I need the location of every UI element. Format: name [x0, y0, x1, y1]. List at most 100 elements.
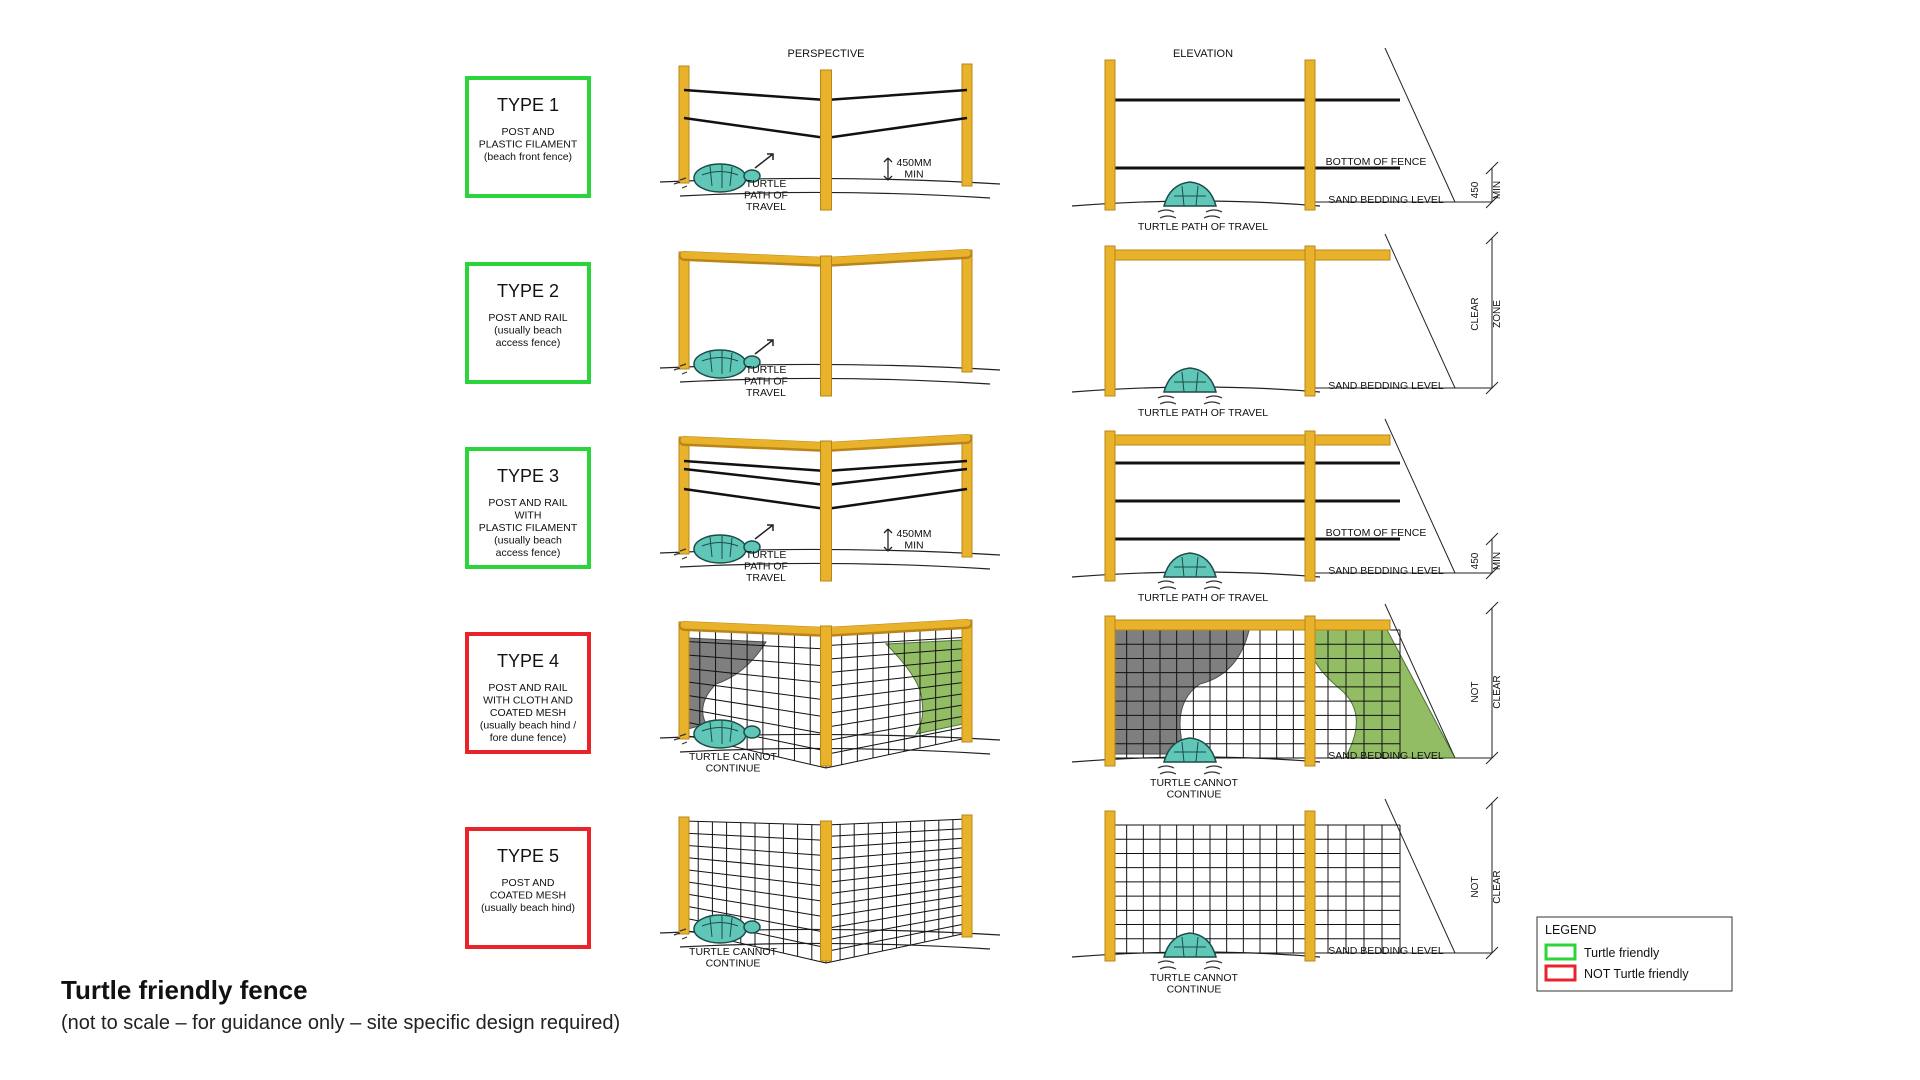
type-box	[465, 632, 591, 754]
turtle-tracks	[1157, 395, 1223, 405]
fence-post	[1304, 430, 1316, 582]
section-cut-line	[1384, 418, 1456, 574]
turtle-path-label: TURTLE	[746, 178, 787, 190]
page-title: Turtle friendly fence	[61, 975, 308, 1005]
turtle-cannot-label: TURTLE CANNOT	[1150, 777, 1238, 789]
turtle-shell	[693, 349, 747, 379]
dimension-tick	[1485, 946, 1499, 960]
turtle-tracks	[1157, 765, 1223, 775]
type-description: POST AND	[502, 126, 555, 138]
sand-bedding-label: SAND BEDDING LEVEL	[1328, 565, 1444, 577]
fence-post	[678, 816, 690, 935]
type-description: WITH CLOTH AND	[483, 695, 573, 707]
turtle-icon	[673, 914, 761, 944]
turtle-shell-pattern	[701, 535, 739, 559]
sand-line	[679, 562, 991, 570]
fence-post	[820, 69, 832, 211]
shade-cloth	[1111, 625, 1251, 755]
turtle-head	[743, 725, 761, 739]
type-description: POST AND RAIL	[488, 312, 567, 324]
type-box	[465, 76, 591, 198]
type-description: fore dune fence)	[490, 732, 566, 744]
fence-rail	[680, 251, 830, 265]
dimension-tick	[1485, 796, 1499, 810]
coated-mesh	[683, 856, 827, 872]
min-450-label: MIN	[904, 169, 923, 181]
turtle-icon	[1157, 552, 1223, 590]
type-description: POST AND	[502, 877, 555, 889]
turtle-path-label: TURTLE	[746, 364, 787, 376]
section-cut-line	[1384, 47, 1456, 203]
coated-mesh	[825, 818, 968, 826]
coated-mesh	[825, 703, 968, 728]
type-description: (usually beach hind)	[481, 902, 575, 914]
fence-post	[1104, 810, 1116, 962]
turtle-head	[743, 540, 761, 554]
fence-post	[961, 619, 973, 743]
elevation-header: ELEVATION	[1173, 48, 1233, 60]
sand-line	[679, 191, 991, 199]
travel-arrow	[754, 339, 774, 355]
fence-post	[961, 63, 973, 187]
type-description: COATED MESH	[490, 890, 566, 902]
not-clear-label: CLEAR	[1492, 870, 1503, 903]
fence-post	[820, 820, 832, 962]
type-description: PLASTIC FILAMENT	[479, 522, 578, 534]
turtle-head	[743, 355, 761, 369]
sand-bedding-label: SAND BEDDING LEVEL	[1328, 945, 1444, 957]
turtle-tracks	[1157, 209, 1223, 219]
dimension-tick	[1485, 601, 1499, 615]
turtle-cannot-label: CONTINUE	[1167, 789, 1222, 801]
travel-arrow	[754, 153, 774, 169]
sand-line	[679, 747, 991, 755]
turtle-tracks	[673, 733, 688, 745]
dimension-tick	[1485, 566, 1499, 580]
turtle-shell	[693, 534, 747, 564]
turtle-shell-pattern	[701, 164, 739, 188]
fence-rail	[1109, 434, 1391, 446]
type-description: POST AND RAIL	[488, 497, 567, 509]
turtle-cannot-label: CONTINUE	[706, 958, 761, 970]
fence-filament	[683, 467, 827, 487]
type-description: (beach front fence)	[484, 151, 572, 163]
legend: LEGEND Turtle friendly NOT Turtle friend…	[1536, 916, 1733, 992]
turtle-shell	[1163, 737, 1217, 763]
height-arrow	[883, 528, 893, 552]
fence-rail	[680, 621, 830, 635]
turtle-tracks	[1157, 580, 1223, 590]
type-title: TYPE 1	[497, 95, 559, 115]
coated-mesh	[825, 913, 968, 941]
turtle-icon	[1157, 932, 1223, 970]
fence-rail	[1109, 619, 1391, 631]
turtle-cannot-label: TURTLE CANNOT	[1150, 972, 1238, 984]
fence-post	[820, 625, 832, 767]
type-description: (usually beach	[494, 535, 562, 547]
turtle-path-label: PATH OF	[744, 376, 788, 388]
fence-filament	[683, 88, 827, 102]
legend-swatch-not-friendly	[1544, 964, 1577, 982]
not-clear-label: NOT	[1470, 876, 1481, 897]
fence-rail	[822, 249, 971, 265]
turtle-cannot-label: CONTINUE	[1167, 984, 1222, 996]
clear-zone-label: CLEAR	[1470, 297, 1481, 330]
sand-bedding-label: SAND BEDDING LEVEL	[1328, 194, 1444, 206]
coated-mesh	[825, 932, 968, 964]
turtle-path-label: TRAVEL	[746, 201, 786, 213]
coated-mesh	[825, 904, 968, 929]
type-box	[465, 447, 591, 569]
coated-mesh	[683, 654, 827, 667]
fence-filament	[683, 116, 827, 140]
dimension-450-label: 450	[1470, 552, 1481, 569]
min-450-label: 450MM	[896, 157, 931, 169]
dimension-min-label: MIN	[1492, 552, 1503, 570]
turtle-shell	[693, 719, 747, 749]
section-cut-line	[1384, 798, 1456, 954]
turtle-shell-pattern	[1174, 371, 1206, 393]
fence-rail	[680, 436, 830, 450]
type-box	[465, 827, 591, 949]
dimension-tick	[1485, 161, 1499, 175]
coated-mesh	[825, 681, 968, 701]
